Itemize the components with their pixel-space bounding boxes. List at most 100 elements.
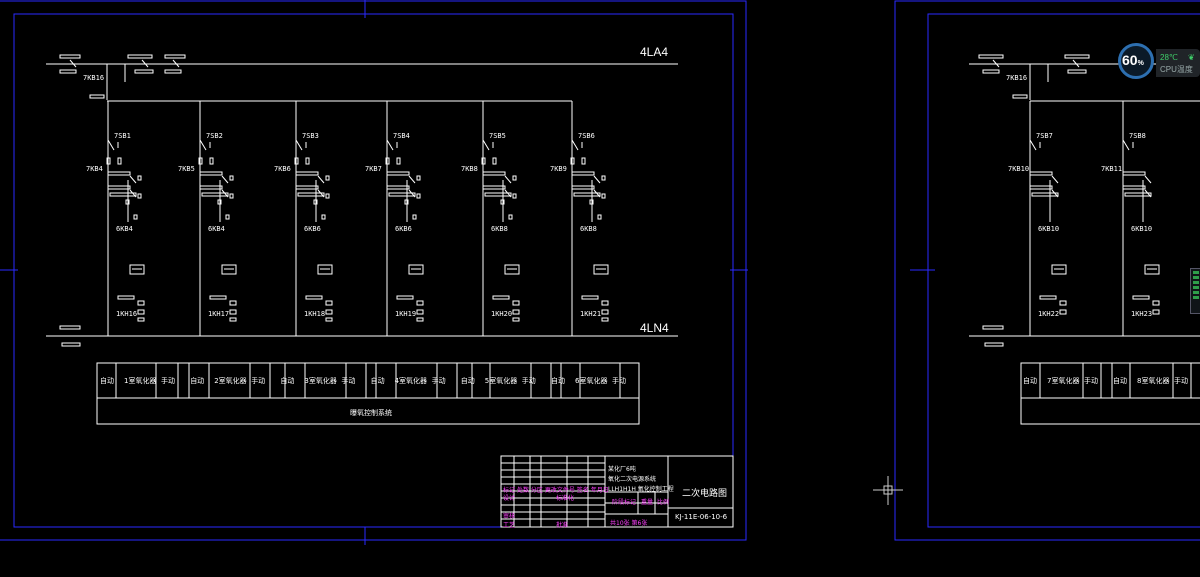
table-cell-auto: 自动 [370,377,385,385]
contact-symbol [570,157,575,165]
sheet2-top-breaker-label: 7KB16 [1006,74,1028,82]
label-kb: 7KB6 [274,165,291,173]
contact-symbol [325,317,333,322]
tb-stage-label: 阶段标记 [612,499,637,506]
table-cell-name: 6室氧化器 [575,377,608,385]
tb-role-review: 审核 [503,513,516,520]
contact-symbol [404,199,409,205]
label-kb: 7KB8 [461,165,478,173]
label-sb: 7SB6 [578,132,595,140]
contact-symbol [581,157,586,165]
table-cell-auto: 自动 [280,377,295,385]
contact-symbol [416,317,424,322]
leaf-icon: ❦ [1188,53,1195,62]
relay-coil [482,171,506,176]
contact-symbol [229,175,234,181]
tb-company-line3: LLH1H1H 氧化控制工程 [608,486,674,493]
sheet2-table-frame [1020,362,1200,425]
label-sb: 7SB4 [393,132,410,140]
relay-coil [297,192,325,197]
contact-symbol [137,193,142,199]
cpu-usage-ring [1118,43,1154,79]
terminal-symbol [59,325,81,330]
tb-approve-label: 批准 [556,522,569,529]
contact-symbol [508,214,513,220]
tb-std-label: 标准化 [556,495,575,502]
tb-weight-label: 重量 [641,499,654,506]
relay-coil [199,171,223,176]
label-relay: 1KH23 [1131,310,1153,318]
relay-coil [386,185,410,190]
contact-symbol [321,214,326,220]
label-sb: 7SB5 [489,132,506,140]
relay-coil [107,185,131,190]
side-level-meter[interactable] [1190,268,1200,314]
breaker-symbol [134,69,154,74]
relay-coil [199,185,223,190]
contact-symbol [416,309,424,315]
tb-company-line1: 某化厂6吨 [608,466,636,473]
label-relay: 1KH16 [116,310,138,318]
contact-symbol [589,199,594,205]
contact-symbol [325,309,333,315]
relay-block [396,295,414,300]
contact-symbol [229,300,237,306]
contactor-coil [129,264,145,275]
relay-coil [386,171,410,176]
relay-coil [484,192,512,197]
table-cell-auto: 自动 [1023,377,1037,385]
sheet1-inner-frame [13,13,734,528]
relay-coil [295,185,319,190]
table-cell-manual: 手动 [521,377,536,385]
label-contactor: 6KB8 [580,225,597,233]
table-cell-auto: 自动 [190,377,205,385]
table-cell-auto: 自动 [1113,377,1127,385]
contact-symbol [229,317,237,322]
table-cell-manual: 手动 [431,377,446,385]
contact-symbol [325,175,330,181]
contact-symbol [601,309,609,315]
contact-symbol [117,157,122,165]
contact-symbol [198,157,203,165]
contact-symbol [137,300,145,306]
label-sb: 7SB2 [206,132,223,140]
contact-symbol [229,193,234,199]
contact-symbol [597,214,602,220]
label-relay: 1KH22 [1038,310,1060,318]
label-relay: 1KH21 [580,310,602,318]
label-contactor: 6KB10 [1038,225,1060,233]
cpu-temperature-widget[interactable]: 60% 28℃ ❦ CPU温度 [1118,43,1200,81]
cpu-temperature-label: CPU温度 [1160,65,1193,74]
terminal-symbol [61,342,81,347]
contact-symbol [416,300,424,306]
contact-symbol [385,157,390,165]
cpu-usage-percent: 60% [1122,52,1144,68]
tb-scale-label: 比例 [657,499,670,506]
tb-drawing-title: 二次电路图 [682,489,728,499]
relay-coil [388,192,416,197]
relay-block [209,295,227,300]
table-cell-manual: 手动 [1174,377,1188,385]
breaker-symbol [59,54,81,59]
relay-coil [482,185,506,190]
label-contactor: 6KB4 [208,225,225,233]
contact-symbol [492,157,497,165]
tb-drawing-number: KJ-11E-06-10-6 [675,513,728,521]
table-footer: 曝氧控制系统 [350,409,392,417]
bus-label-bottom: 4LN4 [640,321,669,335]
contact-symbol [601,175,606,181]
cpu-temperature: 28℃ [1160,53,1178,62]
label-sb: 7SB7 [1036,132,1053,140]
relay-block [117,295,135,300]
breaker-symbol [164,69,182,74]
contact-symbol [325,300,333,306]
table-cell-name: 3室氧化器 [304,377,337,385]
label-kb: 7KB5 [178,165,195,173]
terminal-symbol [89,94,105,99]
contact-symbol [137,309,145,315]
sheet1-outer-frame [0,0,747,541]
label-sb: 7SB1 [114,132,131,140]
contact-symbol [512,300,520,306]
breaker-symbol [164,54,186,59]
